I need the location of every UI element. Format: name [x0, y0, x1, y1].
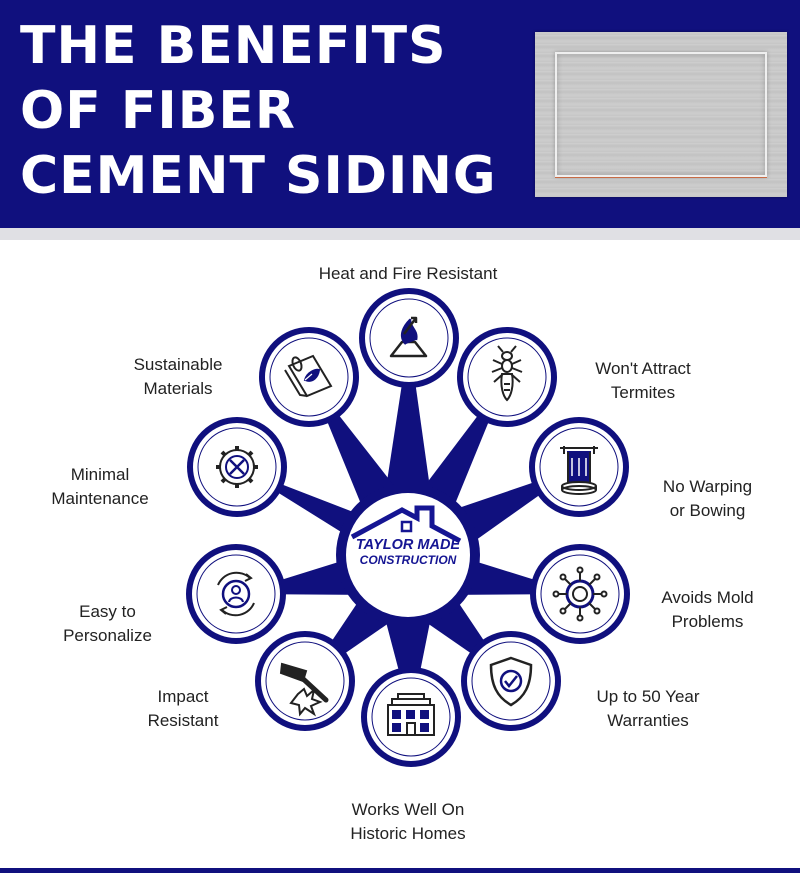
termite-icon — [491, 345, 523, 402]
label-impact: Impact Resistant — [118, 685, 248, 733]
label-warping-line-2: or Bowing — [669, 501, 746, 520]
house-roof-logo — [350, 505, 462, 544]
label-heat-fire-line-1: Heat and Fire Resistant — [318, 264, 498, 283]
mold-spore-icon-badge — [530, 544, 630, 644]
label-sustainable-line-2: Materials — [143, 379, 213, 398]
benefit-icon-circles — [186, 288, 630, 767]
gear-tools-icon — [216, 446, 258, 488]
fire-icon — [389, 316, 428, 358]
label-historic: Works Well On Historic Homes — [333, 798, 483, 846]
historic-building-icon — [387, 693, 435, 736]
label-maintenance: Minimal Maintenance — [35, 463, 165, 511]
label-warping-line-1: No Warping — [662, 477, 753, 496]
company-logo: TAYLOR MADE CONSTRUCTION — [344, 538, 472, 568]
label-warping: No Warping or Bowing — [640, 475, 775, 523]
eco-material-roll-icon-badge — [259, 327, 359, 427]
label-warranties: Up to 50 Year Warranties — [573, 685, 723, 733]
ray-fire — [386, 338, 430, 488]
label-termites-line-1: Won't Attract — [595, 359, 691, 378]
label-historic-line-2: Historic Homes — [350, 824, 466, 843]
fire-icon-badge — [359, 288, 459, 388]
siding-sample-frame — [555, 52, 767, 177]
label-impact-line-1: Impact — [157, 687, 209, 706]
label-heat-fire: Heat and Fire Resistant — [290, 262, 526, 286]
hammer-impact-icon-badge — [255, 631, 355, 731]
mold-spore-icon — [552, 566, 608, 622]
label-maintenance-line-1: Minimal — [70, 465, 130, 484]
page-title: THE BENEFITS OF FIBER CEMENT SIDING — [20, 14, 525, 209]
label-mold-line-1: Avoids Mold — [661, 588, 754, 607]
title-line-1: THE BENEFITS — [20, 16, 447, 76]
label-sustainable-line-1: Sustainable — [133, 355, 223, 374]
label-impact-line-2: Resistant — [147, 711, 219, 730]
label-mold-line-2: Problems — [671, 612, 744, 631]
personalize-cycle-icon — [217, 571, 255, 617]
title-line-2: OF FIBER — [20, 81, 296, 141]
label-warranties-line-2: Warranties — [607, 711, 689, 730]
shield-check-icon — [489, 656, 533, 707]
siding-sample-image — [535, 32, 787, 197]
column-level-icon-badge — [529, 417, 629, 517]
label-maintenance-line-2: Maintenance — [51, 489, 149, 508]
label-historic-line-1: Works Well On — [351, 800, 465, 819]
gear-tools-icon-badge — [187, 417, 287, 517]
historic-building-icon-badge — [361, 667, 461, 767]
eco-material-roll-icon — [284, 354, 333, 398]
personalize-cycle-icon-badge — [186, 544, 286, 644]
logo-line-1: TAYLOR MADE — [355, 537, 461, 553]
siding-sample-accent-line — [555, 177, 767, 178]
label-mold: Avoids Mold Problems — [640, 586, 775, 634]
hammer-impact-icon — [279, 662, 329, 717]
label-personalize: Easy to Personalize — [45, 600, 170, 648]
title-line-3: CEMENT SIDING — [20, 146, 497, 206]
footer-bar — [0, 868, 800, 873]
label-sustainable: Sustainable Materials — [112, 353, 244, 401]
label-termites: Won't Attract Termites — [568, 357, 718, 405]
label-personalize-line-1: Easy to — [79, 602, 136, 621]
label-personalize-line-2: Personalize — [63, 626, 152, 645]
label-warranties-line-1: Up to 50 Year — [596, 687, 700, 706]
label-termites-line-2: Termites — [610, 383, 676, 402]
logo-line-2: CONSTRUCTION — [359, 553, 457, 567]
center-hub — [336, 483, 480, 627]
column-level-icon — [560, 446, 598, 495]
termite-icon-badge — [457, 327, 557, 427]
header-divider — [0, 228, 800, 240]
shield-check-icon-badge — [461, 631, 561, 731]
